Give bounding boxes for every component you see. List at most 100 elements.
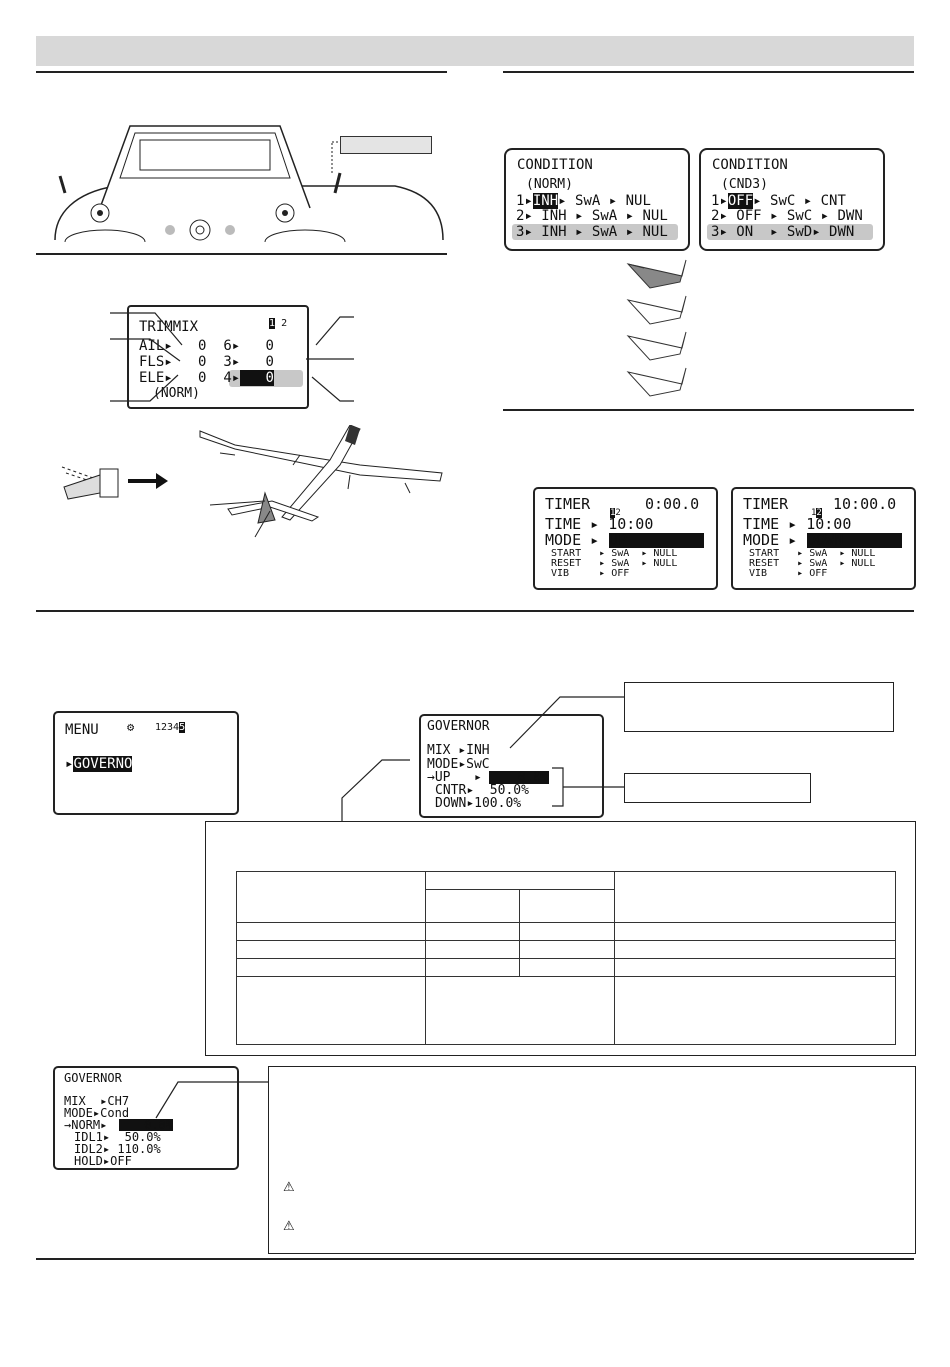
table-cell xyxy=(519,940,615,959)
glider-icon-1 xyxy=(626,259,687,289)
row-highlight xyxy=(512,224,678,240)
screen-title: GOVERNOR xyxy=(64,1071,122,1085)
table-header-cell xyxy=(425,889,520,923)
condition-row-2[interactable]: 2▸ OFF ▸ SwC ▸ DWN xyxy=(711,208,863,224)
table-cell xyxy=(236,940,426,959)
table-cell xyxy=(425,922,520,941)
mode-row[interactable]: MODE ▸ xyxy=(743,531,807,549)
row-highlight xyxy=(707,224,873,240)
rate-row-idl2[interactable]: IDL2▸ 110.0% xyxy=(74,1142,161,1156)
rate-row-up[interactable]: →UP ▸ xyxy=(427,770,482,785)
table-header-cell xyxy=(614,871,896,923)
glider-icon-2 xyxy=(626,295,687,325)
table-cell xyxy=(425,940,520,959)
section-header-bar xyxy=(36,36,914,66)
screen-title: MENU xyxy=(65,722,99,738)
vib-row[interactable]: VIB ▸ OFF xyxy=(749,568,828,579)
governor-callout-lines xyxy=(341,696,624,822)
table-cell xyxy=(614,922,896,941)
rule-mid-left xyxy=(36,253,447,255)
rate-callout-box xyxy=(624,773,811,803)
condition-name: (NORM) xyxy=(153,386,200,401)
rule-section-divider xyxy=(36,610,914,612)
vib-row[interactable]: VIB ▸ OFF xyxy=(551,568,630,579)
timer-display: 10:00.0 xyxy=(833,495,897,513)
reset-row[interactable]: RESET ▸ SwA ▸ NULL xyxy=(749,558,876,569)
table-cell xyxy=(519,922,615,941)
table-cell xyxy=(614,976,896,1045)
menu-item-governor[interactable]: ▸GOVERNO xyxy=(65,756,133,772)
table-cell xyxy=(236,976,426,1045)
rate-row-down[interactable]: DOWN▸100.0% xyxy=(435,796,522,811)
table-cell xyxy=(614,958,896,977)
table-cell xyxy=(236,922,426,941)
condition-callout-line xyxy=(155,1081,268,1119)
switch-callout-label xyxy=(340,136,432,154)
table-cell xyxy=(236,958,426,977)
glider-icon-4 xyxy=(626,367,687,397)
start-row[interactable]: START ▸ SwA ▸ NULL xyxy=(551,548,678,559)
trim-row-ail[interactable]: AIL▸ 0 6▸ 0 xyxy=(139,338,274,354)
table-cell xyxy=(425,958,520,977)
rule-top-left xyxy=(36,71,447,73)
condition-row-1[interactable]: 1▸OFF▸ SwC ▸ CNT xyxy=(711,193,846,209)
page-indicator: 12345 xyxy=(155,722,186,733)
rate-row-cntr[interactable]: CNTR▸ 50.0% xyxy=(435,783,529,798)
table-cell xyxy=(425,976,615,1045)
screen-title: GOVERNOR xyxy=(427,719,490,734)
rate-row-norm[interactable]: →NORM▸ xyxy=(64,1118,108,1132)
condition-name: (NORM) xyxy=(526,177,573,192)
screen-title: TIMER xyxy=(545,495,591,513)
rule-top-right xyxy=(503,71,914,73)
rate-row-idl1[interactable]: IDL1▸ 50.0% xyxy=(74,1130,161,1144)
wrench-icon: ⚙ xyxy=(127,720,135,734)
screen-title: CONDITION xyxy=(712,157,788,173)
mix-row[interactable]: MIX ▸CH7 xyxy=(64,1094,130,1108)
glider-icon-3 xyxy=(626,331,687,361)
rule-bottom xyxy=(36,1258,914,1260)
condition-name: (CND3) xyxy=(721,177,768,192)
condition-mode-explanation-frame xyxy=(268,1066,916,1254)
table-header-cell xyxy=(236,871,426,923)
timer-screen-up: TIMER 0:00.0 12 TIME ▸ 10:00 MODE ▸ UP S… xyxy=(533,487,718,590)
rate-value-up[interactable]: 0.0% xyxy=(489,771,549,784)
table-cell xyxy=(519,958,615,977)
table-header-cell xyxy=(519,889,615,923)
reset-row[interactable]: RESET ▸ SwA ▸ NULL xyxy=(551,558,678,569)
time-row[interactable]: TIME ▸ 10:00 xyxy=(545,515,654,533)
governor-spec-table xyxy=(236,871,896,1045)
hold-row[interactable]: HOLD▸OFF xyxy=(74,1154,132,1168)
screen-title: TIMER xyxy=(743,495,789,513)
glider-trim-illustration xyxy=(61,425,443,538)
condition-screen-cnd3: CONDITION (CND3) 1▸OFF▸ SwC ▸ CNT 2▸ OFF… xyxy=(699,148,885,251)
trim-row-fls[interactable]: FLS▸ 0 3▸ 0 xyxy=(139,354,274,370)
screen-title: TRIMMIX xyxy=(139,319,199,335)
mode-row[interactable]: MODE ▸ xyxy=(545,531,609,549)
transmitter-illustration xyxy=(54,125,444,242)
warning-triangle-icon: ⚠ xyxy=(283,1180,295,1195)
timer-display: 0:00.0 xyxy=(645,495,700,513)
mode-value[interactable]: UP xyxy=(609,533,704,548)
rate-value-norm[interactable]: 0.0% xyxy=(119,1119,173,1131)
condition-row-3[interactable]: 3▸ INH ▸ SwA ▸ NUL xyxy=(516,224,668,240)
trim-row-ele[interactable]: ELE▸ 0 4▸ 0 xyxy=(139,370,274,386)
rule-mid-right xyxy=(503,409,914,411)
trim-mix-callouts xyxy=(110,312,354,402)
mode-row[interactable]: MODE▸Cond xyxy=(64,1106,130,1120)
governor-screen-switch: GOVERNOR MIX ▸INH MODE▸SwC →UP ▸ 0.0% CN… xyxy=(419,714,604,818)
start-row[interactable]: START ▸ SwA ▸ NULL xyxy=(749,548,876,559)
condition-row-1[interactable]: 1▸INH▸ SwA ▸ NUL xyxy=(516,193,651,209)
mode-value[interactable]: DOWN xyxy=(807,533,902,548)
page-indicator: 1 2 xyxy=(269,318,288,329)
mix-row[interactable]: MIX ▸INH xyxy=(427,743,490,758)
condition-row-3[interactable]: 3▸ ON ▸ SwD▸ DWN xyxy=(711,224,855,240)
table-cell xyxy=(614,940,896,959)
glider-icons-column xyxy=(626,259,687,397)
governor-screen-condition: GOVERNOR MIX ▸CH7 MODE▸Cond →NORM▸ 0.0% … xyxy=(53,1066,239,1170)
time-row[interactable]: TIME ▸ 10:00 xyxy=(743,515,852,533)
page-indicator: 12 xyxy=(811,508,822,518)
condition-row-2[interactable]: 2▸ INH ▸ SwA ▸ NUL xyxy=(516,208,668,224)
trim-mix-screen: TRIMMIX 1 2 AIL▸ 0 6▸ 0 FLS▸ 0 3▸ 0 ELE▸… xyxy=(127,305,309,409)
mode-row[interactable]: MODE▸SwC xyxy=(427,757,490,772)
page-indicator: 12 xyxy=(610,508,621,518)
